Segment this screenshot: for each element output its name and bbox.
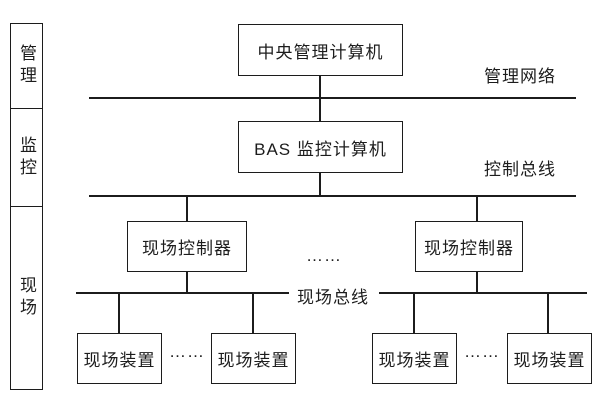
layer-label-field: 现场 bbox=[17, 276, 36, 320]
connector-field-bus-to-device-3 bbox=[413, 294, 415, 333]
layer-label-management: 管理 bbox=[17, 44, 36, 88]
field-bus-line-right bbox=[379, 292, 587, 294]
field-bus-line-left bbox=[76, 292, 289, 294]
layer-legend: 管理 监控 现场 bbox=[10, 23, 43, 390]
node-central-management-computer: 中央管理计算机 bbox=[238, 24, 403, 76]
node-field-device-3: 现场装置 bbox=[372, 333, 457, 384]
connector-field-bus-to-device-2 bbox=[252, 294, 254, 333]
connector-field-bus-to-device-4 bbox=[547, 294, 549, 333]
node-field-controller-left: 现场控制器 bbox=[127, 221, 247, 272]
ellipsis-devices-right: …… bbox=[464, 342, 500, 361]
node-field-controller-right: 现场控制器 bbox=[415, 221, 523, 272]
connector-bas-to-control-bus bbox=[319, 173, 321, 195]
node-field-device-2: 现场装置 bbox=[211, 333, 296, 384]
connector-controller-left-to-field-bus bbox=[186, 272, 188, 292]
connector-field-bus-to-device-1 bbox=[118, 294, 120, 333]
connector-controller-right-to-field-bus bbox=[476, 272, 478, 292]
control-bus-label: 控制总线 bbox=[484, 160, 556, 179]
connector-control-bus-to-controller-right bbox=[476, 197, 478, 221]
node-field-device-1: 现场装置 bbox=[77, 333, 162, 384]
layer-cell-monitoring: 监控 bbox=[11, 109, 42, 207]
ellipsis-controllers: …… bbox=[306, 246, 342, 265]
connector-control-bus-to-controller-left bbox=[186, 197, 188, 221]
layer-cell-field: 现场 bbox=[11, 207, 42, 389]
layer-label-monitoring: 监控 bbox=[17, 135, 36, 180]
layer-cell-management: 管理 bbox=[11, 24, 42, 109]
node-bas-monitoring-computer: BAS 监控计算机 bbox=[238, 121, 403, 173]
ellipsis-devices-left: …… bbox=[169, 342, 205, 361]
control-bus-line bbox=[89, 195, 576, 197]
management-network-label: 管理网络 bbox=[484, 67, 556, 86]
field-bus-label: 现场总线 bbox=[294, 283, 372, 308]
node-field-device-4: 现场装置 bbox=[507, 333, 592, 384]
management-network-bus-line bbox=[89, 97, 576, 99]
